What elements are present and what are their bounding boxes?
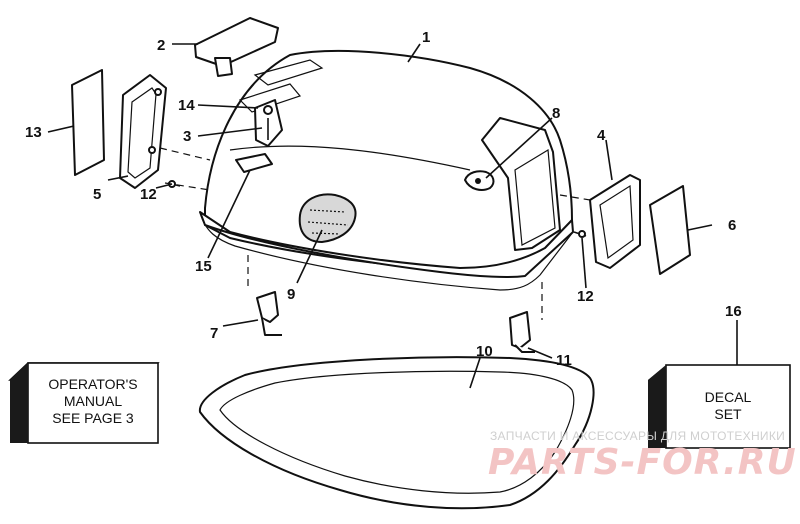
callout-9: 9 — [287, 286, 295, 303]
callout-10: 10 — [476, 343, 493, 360]
side-cover-left — [119, 74, 167, 189]
acoustic-pad — [298, 193, 357, 243]
callout-6: 6 — [728, 217, 736, 234]
watermark-logo: PARTS-FOR.RU — [488, 442, 797, 483]
engine-cover-cowl — [199, 49, 574, 291]
cowl-seal — [198, 356, 595, 510]
latch-assembly — [235, 99, 283, 173]
manual-line-2: MANUAL — [64, 393, 123, 409]
bracket-left — [256, 291, 282, 336]
callout-11: 11 — [556, 352, 572, 369]
callout-12-left: 12 — [140, 186, 157, 203]
callout-16: 16 — [725, 303, 742, 320]
callout-3: 3 — [183, 128, 191, 145]
callout-2: 2 — [157, 37, 165, 54]
decal-set-box: DECAL SET — [648, 364, 791, 449]
callout-7: 7 — [210, 325, 218, 342]
callout-8: 8 — [552, 105, 560, 122]
manual-line-3: SEE PAGE 3 — [52, 410, 134, 426]
watermark-tagline: ЗАПЧАСТИ И АКСЕССУАРЫ ДЛЯ МОТОТЕХНИКИ — [490, 429, 785, 443]
operators-manual-box: OPERATOR'S MANUAL SEE PAGE 3 — [8, 362, 160, 444]
manual-line-1: OPERATOR'S — [48, 376, 137, 392]
callout-12-right: 12 — [577, 288, 594, 305]
bracket-right — [509, 311, 535, 353]
callout-14: 14 — [178, 97, 195, 114]
callout-15: 15 — [195, 258, 212, 275]
screw-right — [573, 230, 587, 238]
decal-line-1: DECAL — [705, 389, 752, 405]
decal-right — [649, 185, 691, 275]
callout-1: 1 — [422, 29, 430, 46]
callout-4: 4 — [597, 127, 606, 144]
callout-13: 13 — [25, 124, 42, 141]
decal-left — [71, 69, 105, 176]
decal-line-2: SET — [714, 406, 742, 422]
latch-handle — [194, 17, 279, 77]
callout-5: 5 — [93, 186, 101, 203]
side-cover-right — [589, 174, 641, 269]
